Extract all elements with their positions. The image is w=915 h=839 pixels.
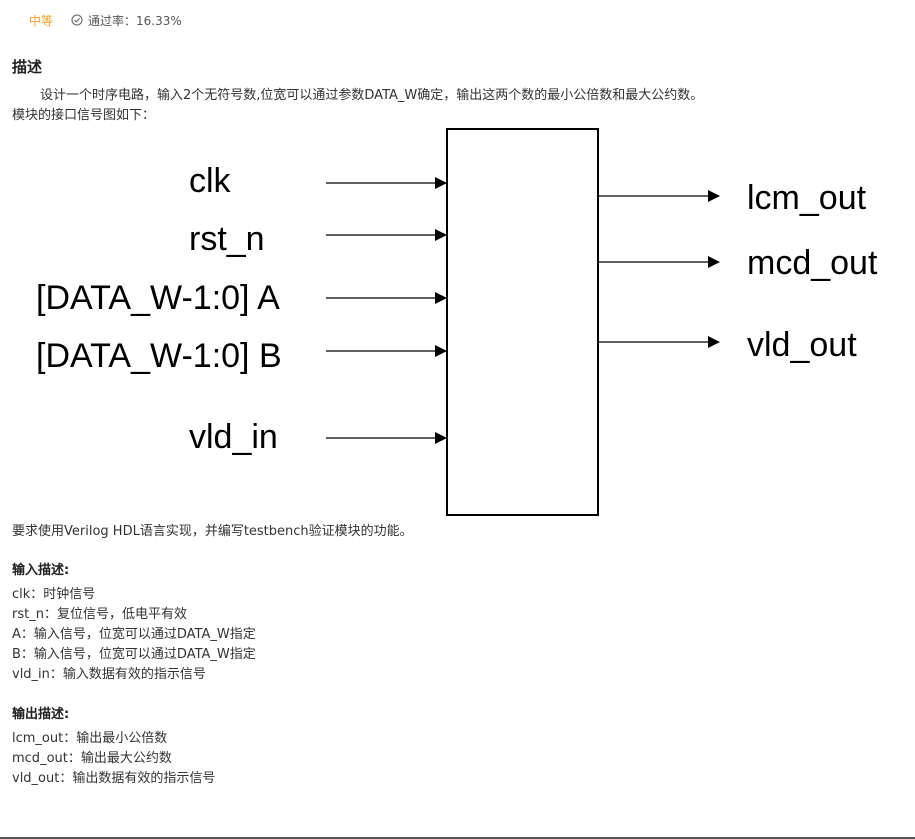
pass-rate: 通过率：16.33% (71, 12, 182, 29)
bottom-divider (0, 837, 915, 839)
list-item: rst_n：复位信号，低电平有效 (12, 607, 187, 622)
problem-meta: 中等 通过率：16.33% (29, 11, 182, 29)
output-label-vld-out: vld_out (747, 326, 857, 364)
list-item: A：输入信号，位宽可以通过DATA_W指定 (12, 627, 256, 642)
list-item: mcd_out：输出最大公约数 (12, 751, 172, 766)
output-label-mcd-out: mcd_out (747, 244, 878, 282)
input-desc-list: clk：时钟信号 rst_n：复位信号，低电平有效 A：输入信号，位宽可以通过D… (12, 585, 256, 685)
pass-rate-text: 通过率：16.33% (88, 13, 182, 28)
list-item: B：输入信号，位宽可以通过DATA_W指定 (12, 647, 256, 662)
output-desc-title: 输出描述: (12, 707, 70, 722)
difficulty-badge: 中等 (29, 13, 54, 28)
input-label-vld-in: vld_in (189, 418, 278, 456)
requirement-text: 要求使用Verilog HDL语言实现，并编写testbench验证模块的功能。 (12, 524, 413, 539)
input-label-a: [DATA_W-1:0] A (36, 279, 280, 317)
input-label-clk: clk (189, 162, 232, 200)
check-circle-icon (71, 14, 83, 26)
description-line-1: 设计一个时序电路，输入2个无符号数,位宽可以通过参数DATA_W确定，输出这两个… (40, 88, 704, 103)
description-title: 描述 (12, 58, 43, 76)
output-label-lcm-out: lcm_out (747, 179, 867, 217)
input-label-b: [DATA_W-1:0] B (36, 337, 282, 375)
list-item: vld_out：输出数据有效的指示信号 (12, 771, 216, 786)
input-desc-title: 输入描述: (12, 563, 70, 578)
description-line-2: 模块的接口信号图如下： (12, 108, 156, 123)
list-item: clk：时钟信号 (12, 587, 96, 602)
input-label-rst-n: rst_n (189, 220, 265, 258)
list-item: lcm_out：输出最小公倍数 (12, 731, 168, 746)
output-desc-list: lcm_out：输出最小公倍数 mcd_out：输出最大公约数 vld_out：… (12, 729, 215, 789)
module-box (446, 128, 599, 516)
list-item: vld_in：输入数据有效的指示信号 (12, 667, 206, 682)
interface-diagram: clk rst_n [DATA_W-1:0] A [DATA_W-1:0] B … (36, 128, 878, 516)
